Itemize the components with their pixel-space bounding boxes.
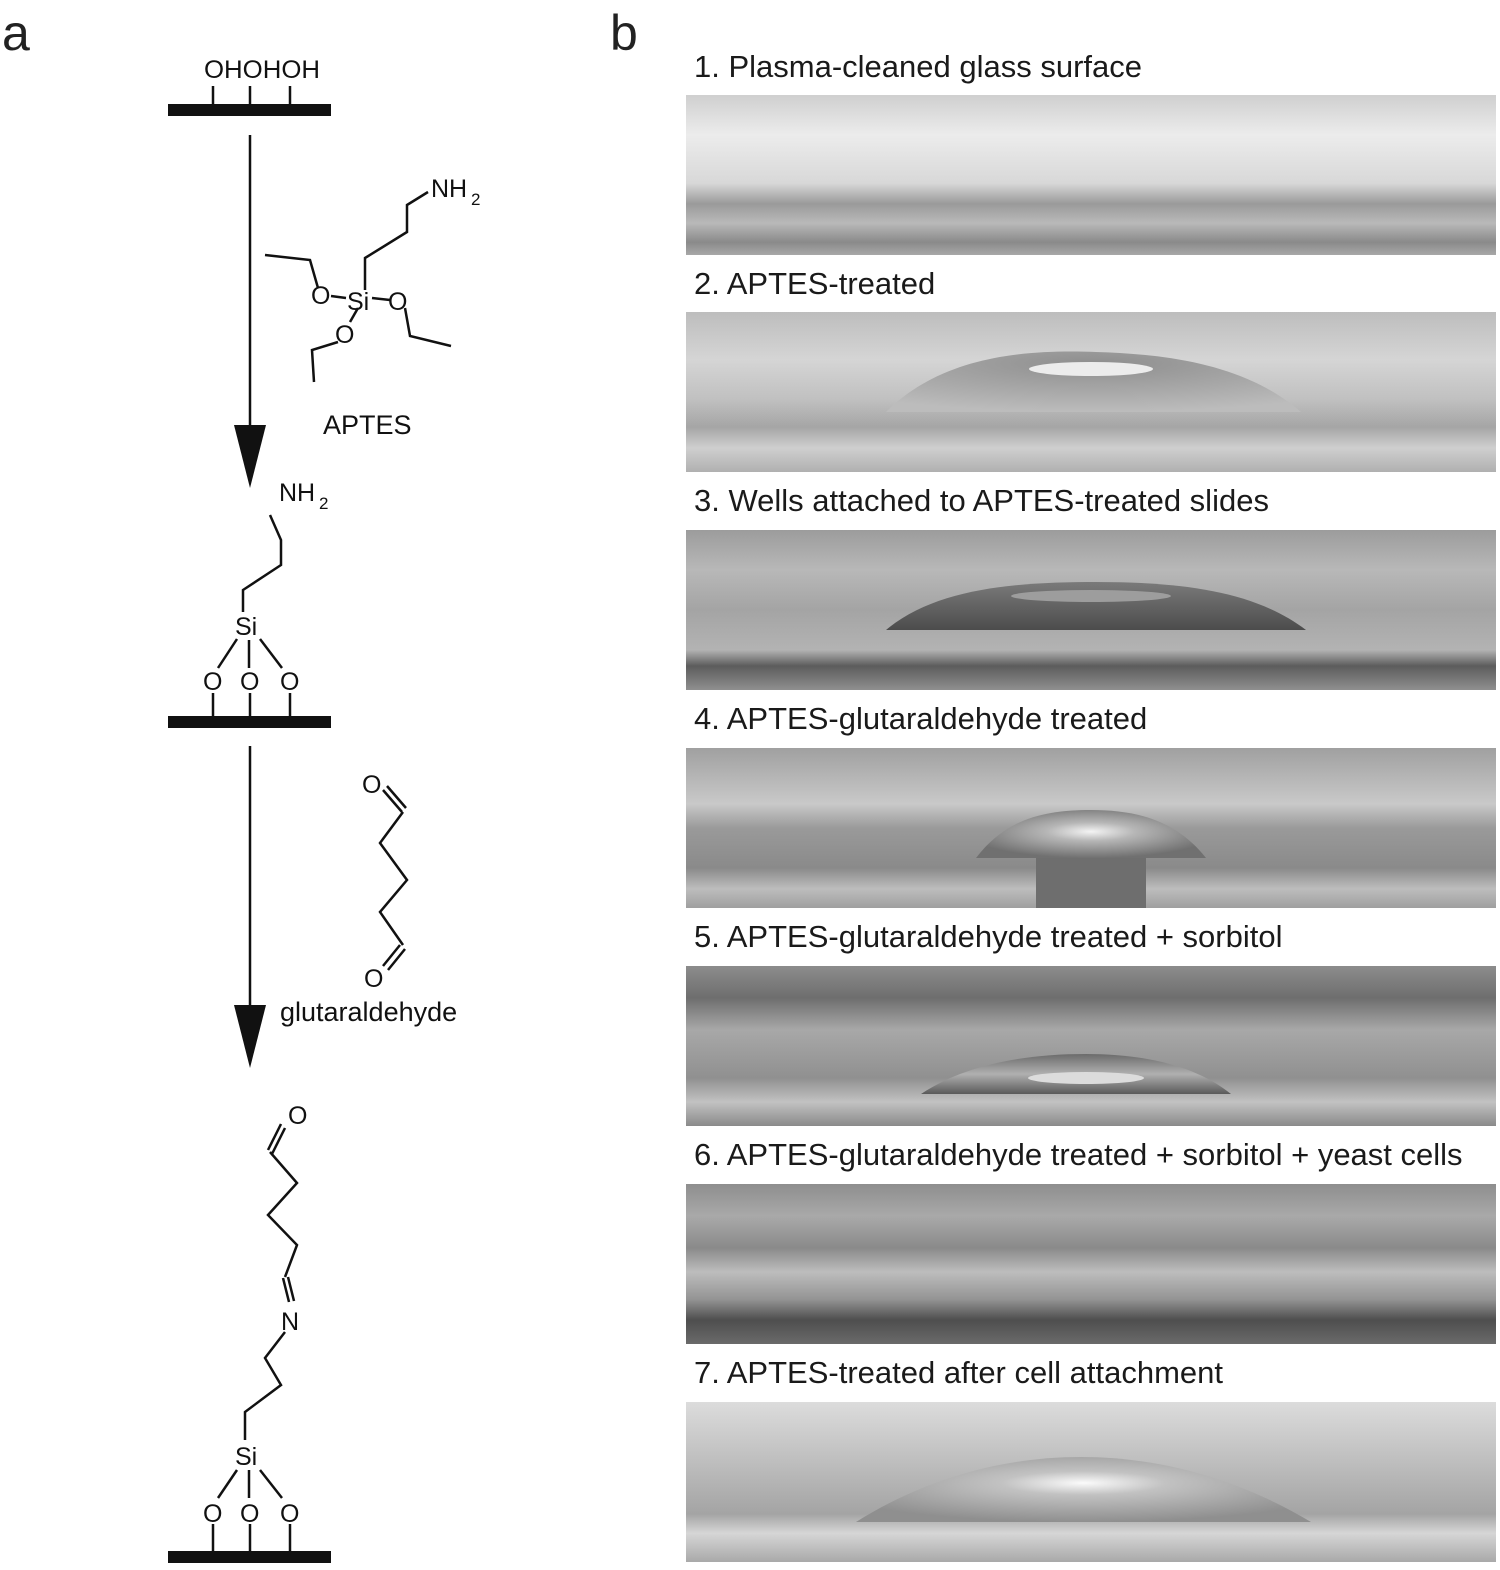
silicon-label: Si (347, 288, 369, 316)
row-label-5: 5. APTES-glutaraldehyde treated + sorbit… (694, 919, 1283, 954)
amine-label: NH (279, 479, 315, 507)
oxygen-label: O (203, 668, 222, 696)
row-label-6: 6. APTES-glutaraldehyde treated + sorbit… (694, 1137, 1463, 1172)
oxygen-label: O (335, 321, 354, 349)
contact-angle-photo-7 (686, 1402, 1496, 1562)
contact-angle-photo-6 (686, 1184, 1496, 1344)
hydroxylated-surface: OHOHOH (168, 56, 331, 116)
substrate-bar (168, 104, 331, 116)
contact-angle-photo-3 (686, 530, 1496, 690)
row-label-3: 3. Wells attached to APTES-treated slide… (694, 483, 1269, 518)
oxygen-label: O (280, 1500, 299, 1528)
aptes-atom-labels: NH 2 Si O O O (311, 175, 480, 349)
amine-subscript: 2 (471, 190, 480, 209)
row-label-7: 7. APTES-treated after cell attachment (694, 1355, 1223, 1390)
row-label-2: 2. APTES-treated (694, 266, 936, 301)
contact-angle-photo-4 (686, 748, 1496, 908)
reaction-arrow-1 (234, 135, 266, 488)
oxygen-label: O (388, 288, 407, 316)
contact-angle-photo-2 (686, 312, 1496, 472)
substrate-bar (168, 1551, 331, 1563)
glutaraldehyde-molecule: O O (362, 771, 409, 993)
silicon-label: Si (235, 1443, 257, 1471)
nitrogen-label: N (281, 1308, 299, 1336)
oxygen-label: O (364, 965, 383, 993)
amine-subscript: 2 (319, 494, 328, 513)
reaction-scheme: OHOHOH NH 2 Si O O O APTES (168, 56, 480, 1563)
panel-a-letter: a (2, 5, 30, 61)
reagent-name-glutaraldehyde: glutaraldehyde (280, 997, 457, 1027)
reagent-name-aptes: APTES (323, 410, 412, 440)
oxygen-label: O (311, 282, 330, 310)
contact-angle-photo-1 (686, 95, 1496, 255)
oxygen-label: O (203, 1500, 222, 1528)
aptes-molecule (264, 190, 452, 383)
row-label-4: 4. APTES-glutaraldehyde treated (694, 701, 1148, 736)
silicon-label: Si (235, 613, 257, 641)
oxygen-label: O (280, 668, 299, 696)
contact-angle-photo-5 (686, 966, 1496, 1126)
product-surface: O N Si O O O (168, 1102, 331, 1563)
amine-label: NH (431, 175, 467, 203)
oxygen-label: O (288, 1102, 307, 1130)
oxygen-label: O (240, 1500, 259, 1528)
aptes-modified-surface: NH 2 Si O O O (168, 479, 331, 728)
row-label-1: 1. Plasma-cleaned glass surface (694, 49, 1143, 84)
substrate-bar (168, 716, 331, 728)
panel-b-letter: b (610, 5, 638, 61)
oxygen-label: O (362, 771, 381, 799)
hydroxyl-groups-label: OHOHOH (204, 56, 320, 84)
reaction-arrow-2 (234, 746, 266, 1068)
oxygen-label: O (240, 668, 259, 696)
